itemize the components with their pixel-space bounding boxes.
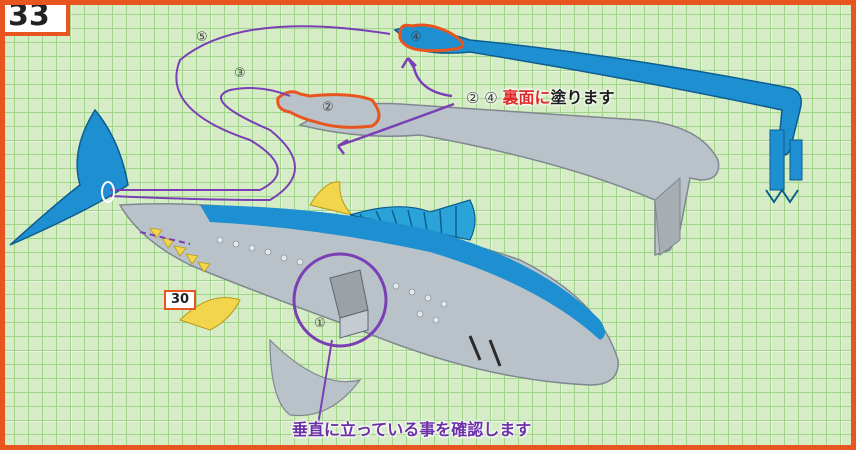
paint-instruction: 塗ります xyxy=(550,88,615,107)
tuna-body xyxy=(9,108,619,417)
back-side-paint-note: ② ④ 裏面に塗ります xyxy=(466,84,614,108)
part-reference-30: 30 xyxy=(164,290,196,310)
marker-1: ① xyxy=(314,316,326,331)
marker-5: ⑤ xyxy=(196,30,208,45)
step-number-badge: 33 xyxy=(0,0,70,36)
gray-body-part xyxy=(276,90,720,257)
back-side-highlight: 裏面に xyxy=(502,88,551,107)
marker-3: ③ xyxy=(234,66,246,81)
vertical-check-note: 垂直に立っている事を確認します xyxy=(292,420,532,439)
guide-lines xyxy=(109,25,455,426)
part-2-outline xyxy=(276,90,381,129)
marker-4: ④ xyxy=(410,30,422,45)
part-numbers: ② ④ xyxy=(466,89,503,107)
part-4-outline xyxy=(398,23,465,53)
marker-2: ② xyxy=(322,100,334,115)
upper-strip-part xyxy=(393,23,803,204)
